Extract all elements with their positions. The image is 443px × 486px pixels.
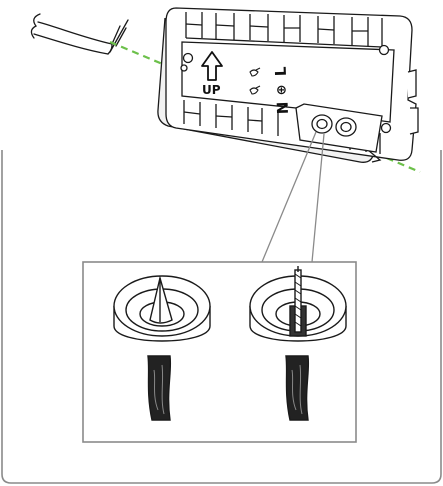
live-label: L	[272, 66, 290, 77]
up-arrow-icon	[201, 51, 223, 81]
earth-symbol-icon: ⊕	[276, 83, 287, 98]
junction-box	[157, 7, 419, 163]
terminal-icon	[249, 67, 261, 95]
outer-frame	[1, 150, 442, 484]
neutral-label: N	[274, 101, 292, 114]
cable-icon	[30, 13, 129, 55]
up-label: UP	[202, 83, 221, 97]
pierced-grommet-icon	[249, 266, 347, 421]
leader-lines	[261, 131, 325, 263]
grommet-icon	[113, 275, 211, 421]
